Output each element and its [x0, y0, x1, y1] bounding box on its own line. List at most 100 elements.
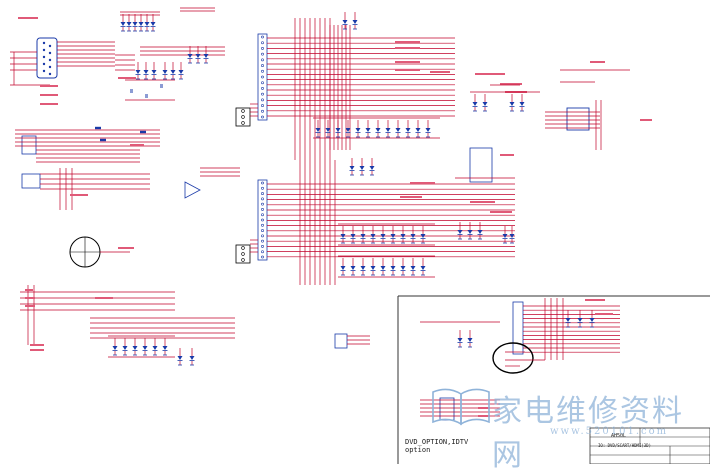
ic-right: [566, 107, 590, 131]
schematic-canvas: [10, 7, 710, 465]
ic-bottom: [439, 397, 455, 421]
diode: [203, 54, 209, 58]
connector-pin: [261, 104, 264, 107]
diode: [509, 102, 515, 106]
diode: [370, 234, 376, 238]
net-label: [25, 297, 35, 299]
connector: [257, 33, 268, 121]
diode: [152, 346, 158, 350]
diode: [577, 318, 583, 322]
net-label: [500, 83, 522, 85]
connector-pin: [261, 255, 264, 259]
schematic-drawing: [10, 7, 710, 465]
diode: [420, 266, 426, 270]
connector-pin: [261, 98, 264, 102]
diode: [350, 234, 356, 238]
net-label: [475, 73, 505, 75]
net-label: [118, 247, 134, 249]
ic-left-lower: [21, 173, 41, 189]
connector-pin: [261, 41, 264, 45]
relay-pin: [241, 246, 245, 250]
net-label: [40, 94, 58, 96]
diode: [355, 128, 361, 132]
connector-pin: [261, 250, 264, 254]
net-label: [500, 154, 514, 156]
diode: [120, 22, 126, 26]
diode: [350, 266, 356, 270]
diode: [467, 230, 473, 234]
diode: [352, 20, 358, 24]
diode: [360, 266, 366, 270]
connector-pin: [261, 69, 264, 73]
net-label: [130, 144, 144, 146]
diode: [325, 128, 331, 132]
title-block-model: AH50L: [611, 433, 627, 439]
diode: [187, 54, 193, 58]
diode: [359, 166, 365, 170]
vga-pin: [42, 69, 46, 73]
diode: [589, 318, 595, 322]
diode: [457, 338, 463, 342]
connector-pin: [261, 181, 264, 185]
connector: [257, 179, 268, 261]
diode: [420, 234, 426, 238]
diode: [390, 234, 396, 238]
diode: [178, 70, 184, 74]
relay-pin: [241, 252, 245, 256]
diode: [315, 128, 321, 132]
diode: [132, 346, 138, 350]
net-label: [95, 297, 113, 299]
net-label: [478, 415, 490, 417]
diode: [472, 102, 478, 106]
net-label: [395, 69, 420, 71]
small-connector: [334, 333, 348, 349]
net-label: [640, 119, 652, 121]
diode: [150, 22, 156, 26]
net-label: [395, 47, 420, 49]
net-label: [410, 182, 435, 184]
diode: [385, 128, 391, 132]
net-label: [18, 17, 38, 19]
connector-pin: [261, 109, 264, 113]
diode: [509, 234, 515, 238]
vga-pin: [42, 62, 46, 66]
relay-pin: [241, 121, 245, 125]
net-label: [118, 77, 136, 79]
diode: [340, 234, 346, 238]
diode: [112, 346, 118, 350]
diode: [360, 234, 366, 238]
diode: [162, 70, 168, 74]
book-icon: [432, 388, 462, 426]
net-label: [40, 103, 58, 105]
relay-2: [235, 244, 251, 264]
diode: [467, 338, 473, 342]
diode: [135, 70, 141, 74]
relay-pin: [241, 258, 245, 262]
diode: [369, 166, 375, 170]
buffer-amp: [184, 181, 201, 199]
connector-pin: [261, 58, 264, 62]
net-label: [430, 71, 450, 73]
diode: [138, 22, 144, 26]
title-block-sheet-title: IO: DVD/SCART/HDMI(3D): [598, 443, 651, 448]
diode: [410, 266, 416, 270]
net-label: [25, 305, 35, 307]
vga-pin: [48, 51, 52, 55]
highlight-circle: [492, 342, 534, 374]
diode: [370, 266, 376, 270]
ic-left-mid: [21, 135, 37, 155]
connector-pin: [261, 223, 264, 227]
watermark-brand: 家电维修资料网: [492, 394, 684, 473]
net-label: [400, 196, 422, 198]
vga-pin: [48, 44, 52, 48]
connector-pin: [261, 208, 264, 211]
connector-pin: [261, 186, 264, 190]
option-note: DVD_OPTION,IDTV option: [405, 438, 469, 454]
diode: [390, 266, 396, 270]
net-label: [478, 407, 490, 409]
diode: [375, 128, 381, 132]
net-label: [585, 299, 605, 301]
net-label: [30, 344, 44, 346]
diode: [415, 128, 421, 132]
connector-pin: [261, 239, 264, 243]
